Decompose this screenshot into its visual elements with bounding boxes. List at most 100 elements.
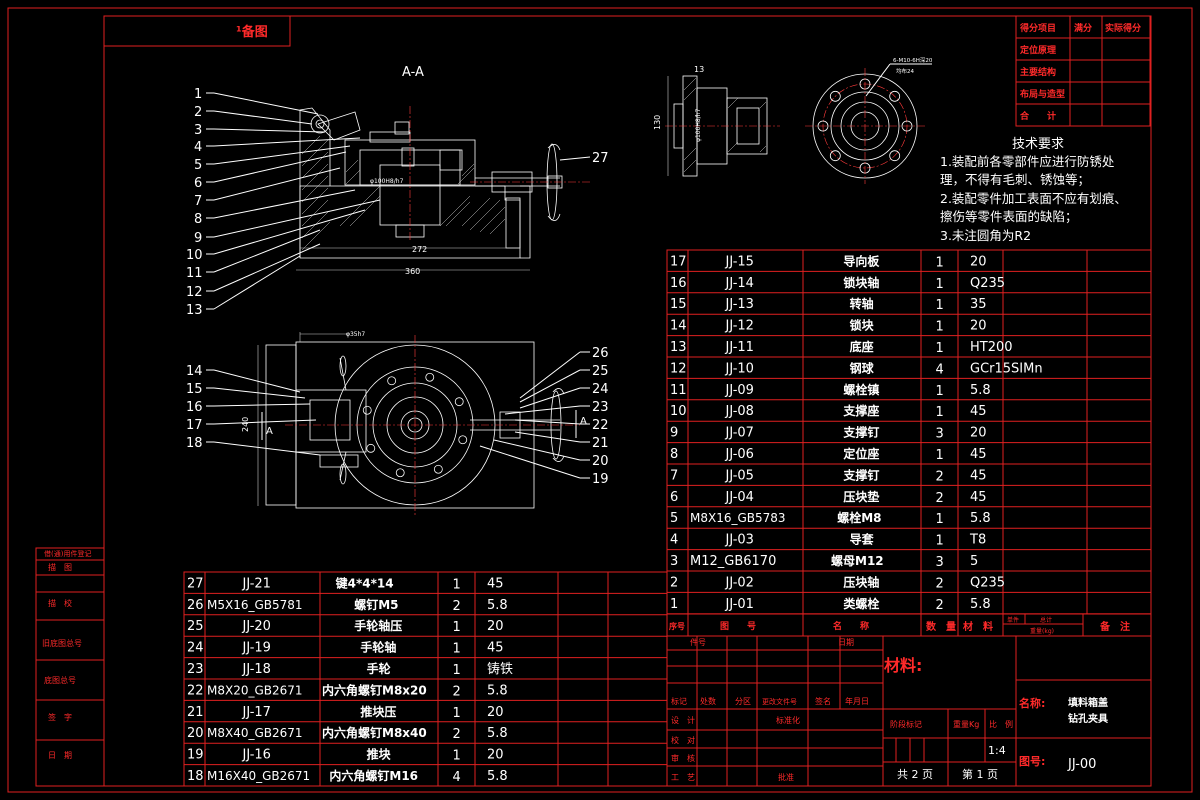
part-qty: 1: [936, 448, 944, 463]
balloon-26: 26: [519, 346, 609, 399]
svg-text:3.未注圆角为R2: 3.未注圆角为R2: [940, 228, 1031, 243]
part-seq: 3: [670, 554, 678, 569]
part-code: JJ-17: [242, 705, 271, 720]
svg-text:序号: 序号: [669, 621, 685, 631]
score-row-label: 主要结构: [1020, 66, 1056, 78]
parts-list-header: 序号 图 号 名 称 数 量 材 料 单件 总计 重量(kg) 备 注: [666, 613, 1152, 637]
part-code: JJ-18: [242, 662, 271, 677]
balloon-22: 22: [514, 418, 609, 433]
part-name: 手轮轴: [360, 640, 396, 655]
part-qty: 1: [453, 642, 461, 657]
part-code: M16X40_GB2671: [207, 769, 310, 783]
svg-text:描 校: 描 校: [48, 598, 72, 608]
part-material: GCr15SIMn: [970, 361, 1043, 376]
part-seq: 13: [670, 340, 687, 355]
part-name: 压块轴: [843, 574, 879, 589]
part-seq: 26: [187, 598, 204, 613]
svg-text:理，不得有毛刺、锈蚀等；: 理，不得有毛刺、锈蚀等；: [940, 172, 1090, 187]
part-qty: 1: [453, 749, 461, 764]
part-seq: 9: [670, 426, 678, 441]
view-arrow-right: A: [580, 416, 587, 427]
part-material: 20: [970, 254, 987, 269]
part-material: Q235: [970, 575, 1005, 590]
drawing-name-line1: 填料箱盖: [1068, 696, 1108, 709]
part-code: JJ-01: [725, 597, 754, 612]
balloon-12: 12: [186, 243, 321, 300]
part-qty: 1: [453, 620, 461, 635]
part-code: M5X16_GB5781: [207, 598, 303, 612]
part-material: 5.8: [487, 726, 508, 741]
part-seq: 22: [187, 683, 204, 698]
svg-text:6: 6: [194, 176, 202, 191]
corner-tag-box: [103, 15, 291, 47]
svg-text:25: 25: [592, 364, 609, 379]
svg-text:描 图: 描 图: [48, 562, 72, 572]
svg-text:15: 15: [186, 382, 203, 397]
part-code: JJ-19: [242, 641, 271, 656]
part-qty: 2: [453, 684, 461, 699]
part-name: 手轮轴压: [354, 618, 402, 633]
svg-text:单件: 单件: [1007, 616, 1019, 624]
part-code: JJ-05: [725, 468, 754, 483]
drawing-name-line2: 钻孔夹具: [1068, 712, 1108, 725]
svg-text:φ100H8/h7: φ100H8/h7: [695, 108, 702, 142]
part-material: 5: [970, 554, 978, 569]
part-material: 5.8: [487, 683, 508, 698]
part-seq: 27: [187, 576, 204, 591]
balloon-16: 16: [186, 400, 311, 415]
part-qty: 1: [936, 255, 944, 270]
svg-text:272: 272: [412, 245, 427, 254]
score-header-item: 得分项目: [1019, 22, 1056, 34]
balloon-3: 3: [194, 123, 326, 138]
part-seq: 7: [670, 468, 678, 483]
svg-text:10: 10: [186, 248, 203, 263]
part-code: JJ-10: [725, 361, 754, 376]
part-material: 20: [487, 748, 504, 763]
score-header-full: 满分: [1074, 22, 1092, 34]
score-row-label: 布局与造型: [1019, 88, 1065, 100]
part-code: JJ-13: [725, 297, 754, 312]
svg-text:22: 22: [592, 418, 609, 433]
balloon-21: 21: [514, 431, 609, 451]
svg-text:14: 14: [186, 364, 203, 379]
svg-text:11: 11: [186, 266, 203, 281]
part-name: 支撑钉: [842, 467, 879, 482]
part-code: JJ-09: [725, 383, 754, 398]
svg-text:分区: 分区: [735, 697, 751, 706]
balloon-27: 27: [592, 151, 609, 166]
svg-text:1: 1: [194, 87, 202, 102]
part-qty: 2: [936, 469, 944, 484]
svg-text:重量Kg: 重量Kg: [953, 719, 979, 729]
part-name: 压块垫: [843, 489, 879, 504]
part-name: 定位座: [843, 446, 879, 461]
part-name: 底座: [850, 339, 874, 354]
part-qty: 2: [453, 599, 461, 614]
score-row-label: 定位原理: [1019, 44, 1056, 56]
name-label: 名称:: [1019, 696, 1045, 710]
part-seq: 18: [187, 769, 204, 784]
part-name: 类螺栓: [843, 596, 879, 611]
part-code: JJ-21: [242, 576, 271, 591]
svg-text:比 例: 比 例: [989, 719, 1013, 729]
part-material: 20: [487, 705, 504, 720]
tech-title: 技术要求: [1012, 137, 1064, 152]
part-material: 45: [487, 641, 504, 656]
balloon-4: 4: [194, 137, 361, 155]
part-code: JJ-11: [725, 340, 754, 355]
svg-text:130: 130: [653, 115, 662, 130]
part-material: 20: [970, 319, 987, 334]
balloon-2: 2: [194, 105, 313, 125]
part-material: 5.8: [970, 511, 991, 526]
